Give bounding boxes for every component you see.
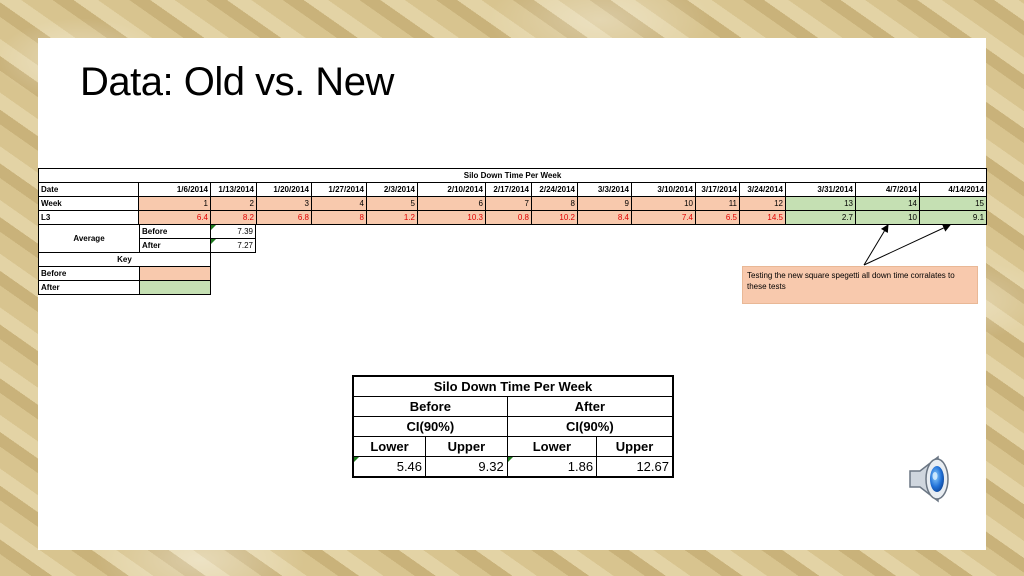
- l3-cell: 6.8: [256, 210, 312, 225]
- key-after-swatch: [139, 280, 211, 295]
- date-cell: 4/7/2014: [855, 182, 920, 197]
- key-after-label: After: [38, 280, 140, 295]
- week-cell: 11: [695, 196, 740, 211]
- date-cell: 1/6/2014: [138, 182, 211, 197]
- date-cell: 2/24/2014: [531, 182, 578, 197]
- date-cell: 3/3/2014: [577, 182, 632, 197]
- week-cell: 6: [417, 196, 486, 211]
- table-title: Silo Down Time Per Week: [37, 168, 988, 183]
- l3-cell: 8.4: [577, 210, 632, 225]
- l3-cell: 8: [311, 210, 367, 225]
- average-before-value: 7.39: [210, 224, 256, 239]
- ci-before-lower: 5.46: [352, 456, 427, 478]
- annotation-note: Testing the new square spegetti all down…: [742, 266, 978, 304]
- key-before-swatch: [139, 266, 211, 281]
- date-cell: 2/3/2014: [366, 182, 418, 197]
- date-cell: 4/14/2014: [918, 182, 988, 197]
- l3-cell: 10.2: [531, 210, 578, 225]
- ci-before-header: Before: [352, 396, 508, 417]
- date-cell: 3/24/2014: [739, 182, 786, 197]
- l3-cell: 14.5: [739, 210, 786, 225]
- ci-after-level: CI(90%): [506, 416, 674, 437]
- date-cell: 3/31/2014: [785, 182, 856, 197]
- average-after-value: 7.27: [210, 238, 256, 253]
- ci-after-lower: 1.86: [506, 456, 598, 478]
- week-cell: 1: [138, 196, 211, 211]
- week-cell: 5: [366, 196, 418, 211]
- ci-after-upper: 12.67: [596, 456, 674, 478]
- l3-cell: 2.7: [785, 210, 856, 225]
- key-before-label: Before: [38, 266, 140, 281]
- date-cell: 2/17/2014: [485, 182, 532, 197]
- date-cell: 3/17/2014: [695, 182, 740, 197]
- ci-title: Silo Down Time Per Week: [352, 375, 674, 397]
- ci-after-upper-header: Upper: [596, 436, 674, 457]
- l3-cell: 6.4: [138, 210, 211, 225]
- average-label: Average: [38, 224, 140, 253]
- ci-table: Silo Down Time Per Week Before After CI(…: [352, 375, 674, 478]
- week-cell: 15: [918, 196, 988, 211]
- average-table: Average Before 7.39 After 7.27: [38, 224, 256, 253]
- l3-cell: 10.3: [417, 210, 486, 225]
- week-cell: 9: [577, 196, 632, 211]
- l3-cell: 0.8: [485, 210, 532, 225]
- l3-cell: 7.4: [631, 210, 696, 225]
- key-title: Key: [38, 252, 211, 267]
- date-cell: 1/13/2014: [210, 182, 257, 197]
- l3-cell: 1.2: [366, 210, 418, 225]
- l3-cell: 10: [855, 210, 920, 225]
- speaker-icon[interactable]: [904, 453, 956, 505]
- ci-after-lower-header: Lower: [506, 436, 598, 457]
- ci-before-upper: 9.32: [425, 456, 508, 478]
- row-label-week: Week: [38, 196, 139, 211]
- row-label-l3: L3: [38, 210, 139, 225]
- week-cell: 4: [311, 196, 367, 211]
- week-cell: 10: [631, 196, 696, 211]
- average-after-label: After: [139, 238, 211, 253]
- l3-cell: 8.2: [210, 210, 257, 225]
- l3-cell: 9.1: [918, 210, 988, 225]
- week-cell: 8: [531, 196, 578, 211]
- week-cell: 7: [485, 196, 532, 211]
- ci-after-header: After: [506, 396, 674, 417]
- date-cell: 1/27/2014: [311, 182, 367, 197]
- l3-cell: 6.5: [695, 210, 740, 225]
- ci-before-upper-header: Upper: [425, 436, 508, 457]
- week-cell: 13: [785, 196, 856, 211]
- week-cell: 2: [210, 196, 257, 211]
- ci-before-lower-header: Lower: [352, 436, 427, 457]
- week-cell: 14: [855, 196, 920, 211]
- average-before-label: Before: [139, 224, 211, 239]
- key-table: Key Before After: [38, 252, 211, 295]
- date-cell: 2/10/2014: [417, 182, 486, 197]
- week-cell: 12: [739, 196, 786, 211]
- row-label-date: Date: [38, 182, 139, 197]
- slide: Data: Old vs. New Silo Down Time Per Wee…: [37, 38, 988, 550]
- date-cell: 3/10/2014: [631, 182, 696, 197]
- ci-before-level: CI(90%): [352, 416, 508, 437]
- date-cell: 1/20/2014: [256, 182, 312, 197]
- week-cell: 3: [256, 196, 312, 211]
- slide-title: Data: Old vs. New: [80, 60, 394, 104]
